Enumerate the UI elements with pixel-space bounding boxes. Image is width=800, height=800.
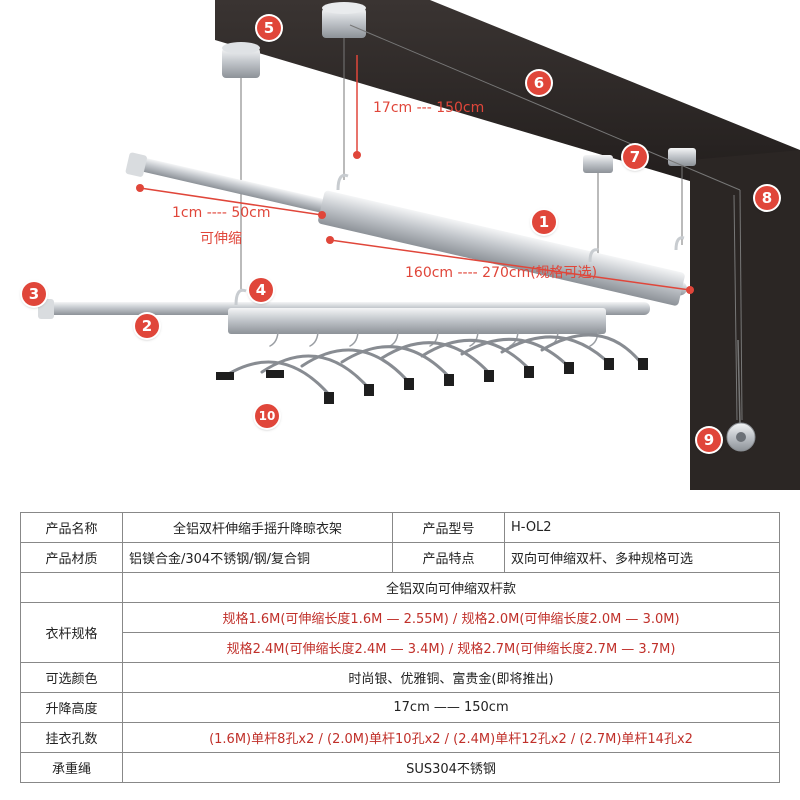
pulley-5a: [222, 42, 260, 78]
wall-pillar: [690, 150, 800, 490]
table-row: 规格2.4M(可伸缩长度2.4M — 3.4M) / 规格2.7M(可伸缩长度2…: [21, 632, 780, 663]
product-name-value: 全铝双杆伸缩手摇升降晾衣架: [122, 512, 393, 543]
feature-label: 产品特点: [392, 542, 505, 573]
callout-10: 10: [255, 404, 279, 428]
rod-spec-a: 规格1.6M(可伸缩长度1.6M — 2.55M) / 规格2.0M(可伸缩长度…: [122, 602, 780, 633]
callout-6: 6: [527, 71, 551, 95]
callout-9: 9: [697, 428, 721, 452]
table-row: 产品材质 铝镁合金/304不锈钢/钢/复合铜 产品特点 双向可伸缩双杆、多种规格…: [20, 542, 780, 573]
holes-value: (1.6M)单杆8孔x2 / (2.0M)单杆10孔x2 / (2.4M)单杆1…: [122, 722, 780, 753]
color-label: 可选颜色: [20, 662, 123, 693]
callout-8: 8: [755, 186, 779, 210]
rod-spec-label: 衣杆规格: [20, 602, 123, 663]
table-row: 衣杆规格 规格1.6M(可伸缩长度1.6M — 2.55M) / 规格2.0M(…: [20, 602, 780, 663]
pulley-5b: [322, 2, 366, 38]
feature-value: 双向可伸缩双杆、多种规格可选: [504, 542, 780, 573]
product-name-label: 产品名称: [20, 512, 123, 543]
callout-7: 7: [623, 145, 647, 169]
lift-label: 升降高度: [20, 692, 123, 723]
table-row: 升降高度 17cm —— 150cm: [20, 692, 780, 723]
lift-height-label: 17cm --- 150cm: [373, 100, 485, 116]
empty-label: [20, 572, 123, 603]
table-row: 挂衣孔数 (1.6M)单杆8孔x2 / (2.0M)单杆10孔x2 / (2.4…: [20, 722, 780, 753]
material-value: 铝镁合金/304不锈钢/钢/复合铜: [122, 542, 393, 573]
spec-table: 产品名称 全铝双杆伸缩手摇升降晾衣架 产品型号 H-OL2 产品材质 铝镁合金/…: [20, 512, 780, 783]
drying-rack-illustration: [38, 0, 800, 490]
ceiling-beam: [215, 0, 800, 210]
clothes-hangers: [216, 329, 648, 404]
rope-value: SUS304不锈钢: [122, 752, 780, 783]
table-row: 承重绳 SUS304不锈钢: [20, 752, 780, 783]
pulley-7a: [583, 155, 613, 173]
rod-length-label: 160cm ---- 270cm(规格可选): [405, 265, 598, 281]
product-diagram: 5 6 7 8 1 3 4 2 10 9 17cm --- 150cm 1cm …: [22, 0, 800, 490]
telescope-note-label: 可伸缩: [200, 231, 242, 247]
rod-spec-b: 规格2.4M(可伸缩长度2.4M — 3.4M) / 规格2.7M(可伸缩长度2…: [122, 632, 780, 663]
lower-rod: [38, 299, 650, 334]
table-row: 全铝双向可伸缩双杆款: [20, 572, 780, 603]
callout-4: 4: [249, 278, 273, 302]
material-label: 产品材质: [20, 542, 123, 573]
callout-3: 3: [22, 282, 46, 306]
model-value: H-OL2: [504, 512, 780, 543]
callout-1: 1: [532, 210, 556, 234]
pulley-7b: [668, 148, 696, 166]
callout-2: 2: [135, 314, 159, 338]
callout-5: 5: [257, 16, 281, 40]
rope-label: 承重绳: [20, 752, 123, 783]
holes-label: 挂衣孔数: [20, 722, 123, 753]
model-label: 产品型号: [392, 512, 505, 543]
color-value: 时尚银、优雅铜、富贵金(即将推出): [122, 662, 780, 693]
lift-value: 17cm —— 150cm: [122, 692, 780, 723]
series-value: 全铝双向可伸缩双杆款: [122, 572, 780, 603]
telescope-length-label: 1cm ---- 50cm: [172, 205, 271, 221]
hand-crank: [726, 339, 756, 452]
table-row: 可选颜色 时尚银、优雅铜、富贵金(即将推出): [20, 662, 780, 693]
rod-hooks: [234, 173, 685, 306]
table-row: 产品名称 全铝双杆伸缩手摇升降晾衣架 产品型号 H-OL2: [20, 512, 780, 543]
